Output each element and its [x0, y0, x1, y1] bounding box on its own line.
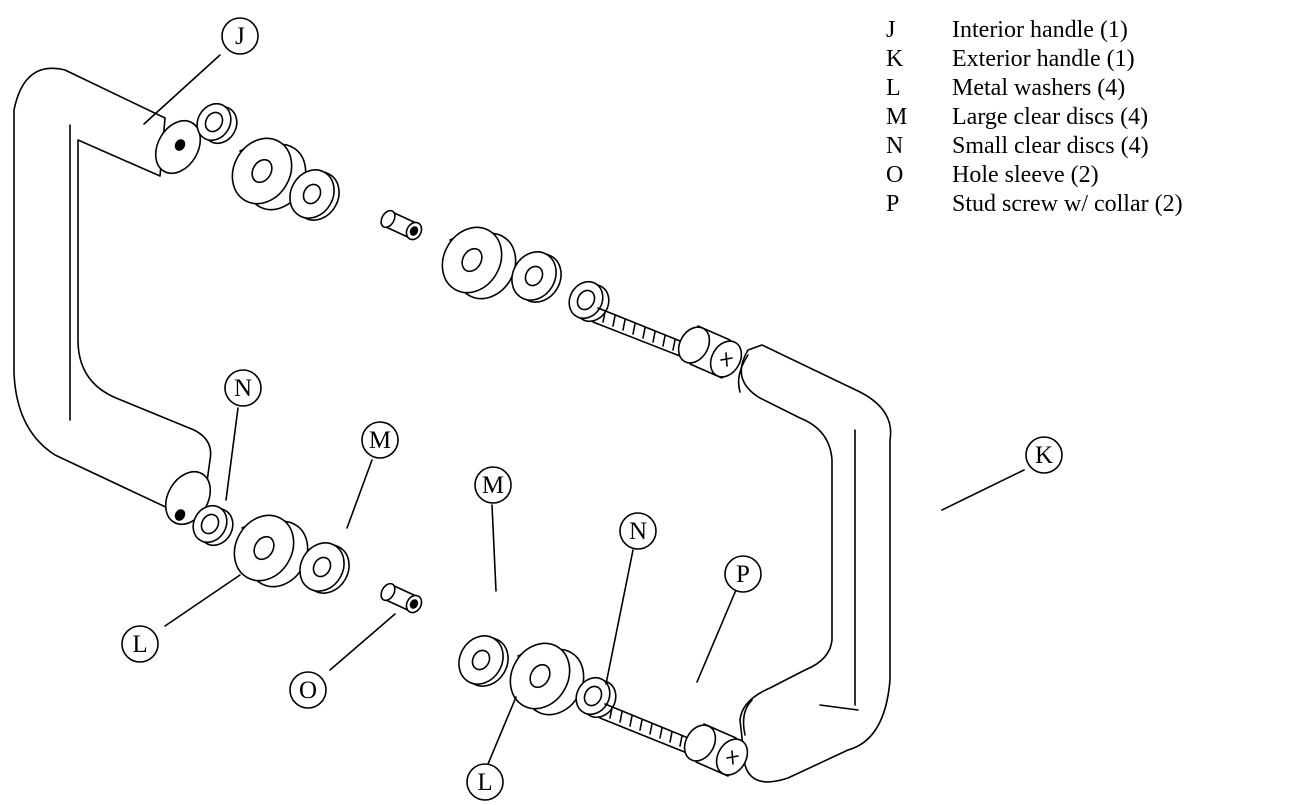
callout-m-left: M [361, 421, 399, 459]
legend-description: Small clear discs (4) [952, 133, 1149, 159]
svg-text:P: P [736, 561, 750, 588]
legend-letter: L [886, 75, 901, 101]
svg-text:N: N [629, 518, 647, 545]
legend-row: N Small clear discs (4) [886, 132, 1183, 161]
legend-description: Metal washers (4) [952, 75, 1126, 101]
legend-row: M Large clear discs (4) [886, 103, 1183, 132]
legend-letter: O [886, 162, 904, 188]
parts-legend: J Interior handle (1) K Exterior handle (1… [886, 16, 1183, 219]
legend-description: Hole sleeve (2) [952, 162, 1099, 188]
callout-l-left: L [121, 625, 159, 663]
legend-letter: M [886, 104, 908, 130]
callout-p: P [724, 555, 762, 593]
svg-text:K: K [1035, 442, 1053, 469]
legend-row: O Hole sleeve (2) [886, 161, 1183, 190]
legend-letter: P [886, 191, 900, 217]
legend-letter: N [886, 133, 904, 159]
svg-text:M: M [482, 472, 504, 499]
svg-text:M: M [369, 427, 391, 454]
svg-text:L: L [477, 769, 492, 796]
legend-row: J Interior handle (1) [886, 16, 1183, 45]
legend-row: P Stud screw w/ collar (2) [886, 190, 1183, 219]
exterior-handle [739, 344, 892, 783]
legend-row: L Metal washers (4) [886, 74, 1183, 103]
legend-letter: K [886, 46, 904, 72]
callout-k: K [1025, 436, 1063, 474]
callout-l-bottom: L [466, 763, 504, 801]
svg-text:J: J [235, 23, 245, 50]
callout-j: J [221, 17, 259, 55]
legend-letter: J [886, 17, 896, 43]
callout-n-right: N [619, 512, 657, 550]
legend-description: Interior handle (1) [952, 17, 1128, 43]
legend-description: Large clear discs (4) [952, 104, 1149, 130]
svg-text:O: O [299, 677, 317, 704]
callout-o: O [289, 671, 327, 709]
legend-row: K Exterior handle (1) [886, 45, 1183, 74]
legend-description: Exterior handle (1) [952, 46, 1135, 72]
callout-m-right: M [474, 466, 512, 504]
callout-n-left: N [224, 369, 262, 407]
svg-text:L: L [132, 631, 147, 658]
legend-description: Stud screw w/ collar (2) [952, 191, 1183, 217]
svg-text:N: N [234, 375, 252, 402]
